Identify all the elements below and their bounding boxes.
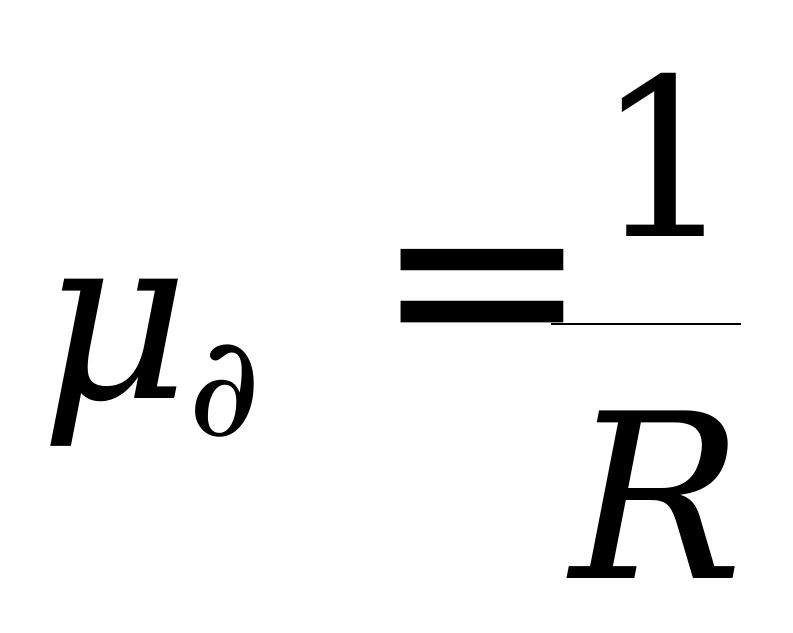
equals-sign: = [373, 127, 591, 429]
mu-symbol: μ [40, 186, 190, 453]
fraction-numerator: 1 [595, 32, 735, 288]
fraction-bar [551, 323, 741, 325]
fraction-denominator: R [570, 366, 744, 633]
partial-subscript: ∂ [188, 306, 261, 469]
